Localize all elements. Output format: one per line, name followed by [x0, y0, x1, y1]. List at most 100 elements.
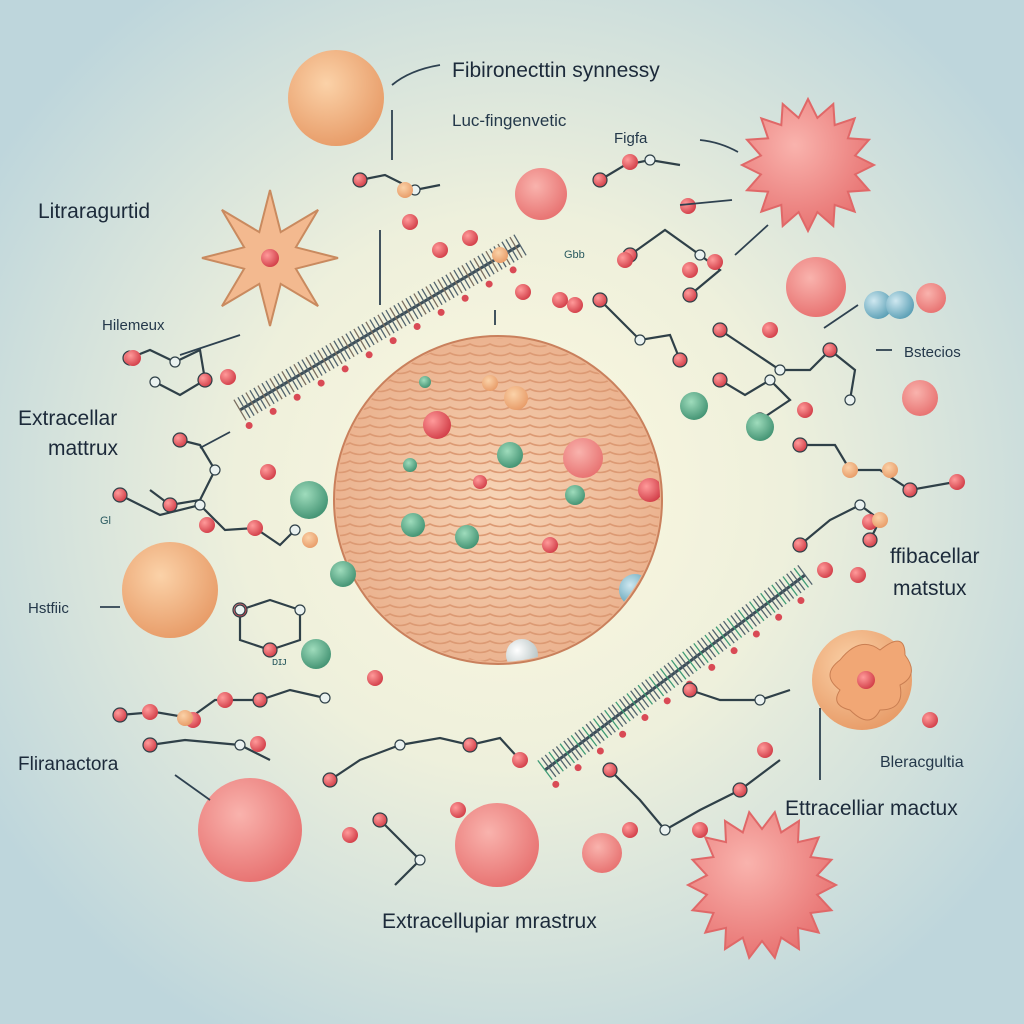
- oxygen-atom: [817, 562, 833, 578]
- fiber-strand: [622, 695, 639, 716]
- matrix-fiber-line: [336, 532, 660, 537]
- fiber-strand: [663, 665, 680, 686]
- matrix-fiber-line: [336, 496, 660, 501]
- oxygen-atom: [432, 242, 448, 258]
- fiber-strand: [726, 617, 743, 638]
- carbon-atom: [177, 710, 193, 726]
- matrix-particle: [473, 475, 487, 489]
- atom: [162, 497, 178, 513]
- fiber-bead: [245, 422, 253, 430]
- fiber-bead: [413, 323, 421, 331]
- atom: [682, 287, 698, 303]
- fiber-strand: [715, 626, 732, 647]
- oxygen-atom: [462, 230, 478, 246]
- fiber-strand: [570, 734, 587, 755]
- fiber-strand: [369, 319, 383, 341]
- oxygen-atom: [692, 822, 708, 838]
- fiber-strand: [245, 392, 259, 414]
- fiber-strand: [626, 693, 642, 714]
- orange-cell-left: [122, 542, 218, 638]
- oxygen-atom: [617, 252, 633, 268]
- oxygen-atom: [247, 520, 263, 536]
- fiber-strand: [615, 701, 631, 722]
- atom: [252, 692, 268, 708]
- fiber-bead: [619, 730, 627, 738]
- green-cell-mid-left: [330, 561, 356, 587]
- fiber-strand: [748, 601, 765, 622]
- fiber-strand: [578, 729, 594, 750]
- fiber-bead: [389, 337, 397, 345]
- atom: [289, 524, 301, 536]
- chemical-bond: [149, 738, 271, 761]
- matrix-fiber-line: [336, 487, 660, 492]
- matrix-fiber-line: [336, 541, 660, 546]
- fiber-strand: [389, 307, 403, 329]
- fiber-strand: [618, 698, 635, 719]
- fiber-strand: [281, 371, 295, 393]
- matrix-fiber-line: [336, 523, 660, 528]
- fiber-strand: [552, 748, 568, 769]
- fiber-strand: [477, 255, 491, 277]
- atom: [372, 812, 388, 828]
- fiber-strand: [540, 757, 557, 778]
- fiber-strand: [361, 323, 375, 346]
- matrix-fiber-line: [336, 550, 660, 555]
- fiber-strand: [648, 676, 665, 697]
- label-hilemeux: Hilemeux: [102, 317, 165, 334]
- matrix-fiber-line: [336, 478, 660, 483]
- chemical-bond: [119, 494, 296, 547]
- fiber-bead: [641, 714, 649, 722]
- label-bleracgultia: Bleracgultia: [880, 754, 964, 771]
- oxygen-atom: [125, 350, 141, 366]
- fiber-strand: [509, 236, 523, 259]
- atom: [902, 482, 918, 498]
- fiber-strand: [329, 342, 343, 365]
- fiber-strand: [253, 387, 267, 409]
- tiny-label-gl: Gl: [100, 515, 111, 527]
- carbon-atom: [302, 532, 318, 548]
- atom: [169, 356, 181, 368]
- oxygen-atom: [515, 284, 531, 300]
- fiber-strand: [789, 570, 806, 591]
- fiber-bead: [574, 764, 582, 772]
- atom: [602, 762, 618, 778]
- spiky-cell-top-right: [739, 96, 877, 234]
- label-extracellar: Extracellar: [18, 407, 117, 430]
- oxygen-atom: [450, 802, 466, 818]
- fiber-strand: [413, 293, 427, 315]
- fiber-strand: [774, 581, 791, 602]
- matrix-particle: [565, 485, 585, 505]
- fiber-strand: [317, 349, 331, 372]
- spiky-cell-bottom-right: [685, 809, 839, 961]
- oxygen-atom: [707, 254, 723, 270]
- atom: [754, 694, 766, 706]
- chemical-bond: [329, 736, 521, 781]
- fiber-strand: [305, 356, 319, 379]
- oxygen-atom: [260, 464, 276, 480]
- atom: [322, 772, 338, 788]
- matrix-fiber-line: [336, 469, 660, 474]
- pink-cell-top: [515, 168, 567, 220]
- fiber-strand: [600, 712, 616, 733]
- fiber-strand: [249, 389, 263, 412]
- matrix-particle: [563, 438, 603, 478]
- oxygen-atom: [922, 712, 938, 728]
- fiber-bead: [730, 647, 738, 655]
- atom: [149, 376, 161, 388]
- atom: [352, 172, 368, 188]
- fiber-strand: [592, 718, 609, 739]
- molecules: [112, 154, 965, 886]
- label-matstux: matstux: [893, 577, 967, 600]
- fiber-strand: [548, 751, 564, 772]
- matrix-particle: [482, 375, 498, 391]
- matrix-particle: [497, 442, 523, 468]
- carbon-atom: [872, 512, 888, 528]
- fiber-strand: [604, 709, 620, 730]
- fiber-strand: [693, 643, 709, 663]
- fiber-strand: [421, 288, 435, 310]
- fiber-strand: [333, 340, 347, 362]
- atom: [774, 364, 786, 376]
- fiber-bead: [317, 379, 325, 387]
- pink-cell-bottom-left: [198, 778, 302, 882]
